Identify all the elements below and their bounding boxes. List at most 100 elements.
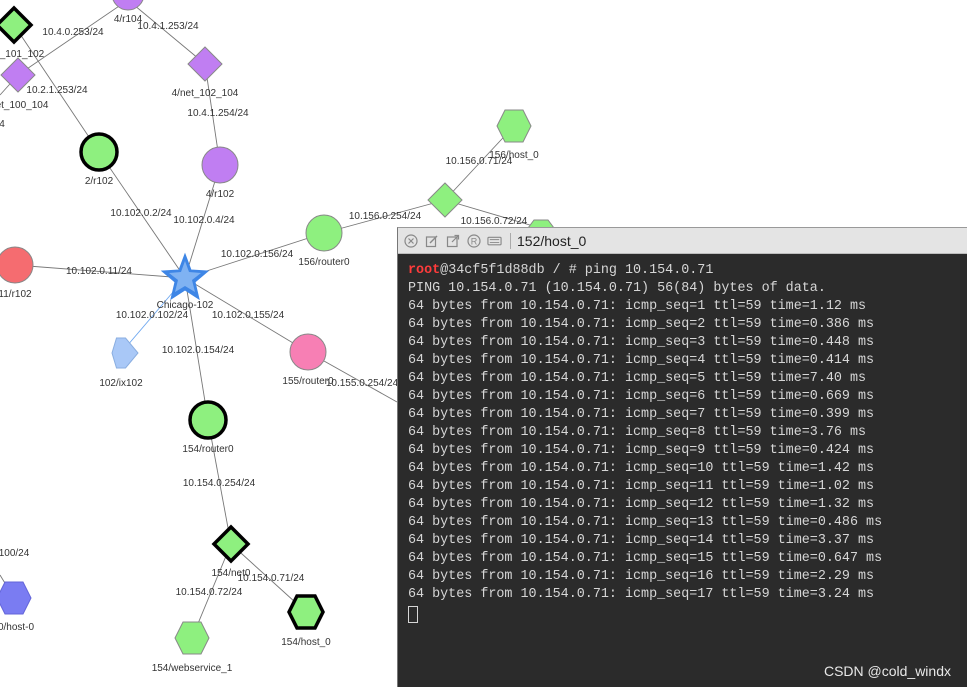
terminal-line: 64 bytes from 10.154.0.71: icmp_seq=2 tt… (408, 317, 875, 332)
edge (14, 264, 186, 279)
edit-icon[interactable] (424, 233, 439, 248)
prompt-user: root (408, 263, 441, 278)
network-node-101-102[interactable] (0, 5, 34, 45)
hex-node-154-webservice1[interactable] (174, 621, 210, 655)
terminal-line: 64 bytes from 10.154.0.71: icmp_seq=14 t… (408, 533, 875, 548)
edge-label: 10.156.0.254/24 (349, 211, 422, 222)
prompt-command: @34cf5f1d88db / # ping 10.154.0.71 (440, 263, 714, 278)
terminal-line: 64 bytes from 10.154.0.71: icmp_seq=5 tt… (408, 371, 867, 386)
node-label: Chicago-102 (157, 300, 214, 311)
detach-icon[interactable] (445, 233, 460, 248)
graph-edges (0, 0, 541, 639)
router-node-r104[interactable] (112, 0, 144, 11)
edge-label: 10.4.1.254/24 (187, 108, 249, 119)
router-node-r102-4[interactable] (201, 146, 239, 184)
record-icon[interactable]: R (466, 233, 481, 248)
edge-label: 10.102.0.4/24 (173, 215, 235, 226)
edge-label: 10.156.0.72/24 (461, 216, 528, 227)
edge (184, 232, 325, 279)
node-label: 11/r102 (0, 289, 32, 300)
terminal-cursor[interactable] (408, 606, 418, 623)
router-node-r102-11[interactable] (0, 246, 34, 284)
edge (127, 0, 206, 65)
hex-node-ix102[interactable] (111, 337, 139, 369)
edge-label: 10.2.1.253/24 (26, 85, 88, 96)
terminal-line: 64 bytes from 10.154.0.71: icmp_seq=6 tt… (408, 389, 875, 404)
node-label: 155/router0 (282, 376, 334, 387)
network-node-100-104[interactable] (0, 57, 36, 93)
node-label: 2/r102 (85, 176, 114, 187)
node-label: 102/ix102 (99, 378, 143, 389)
edge-label: 10.102.0.155/24 (212, 310, 285, 321)
close-icon[interactable] (403, 233, 418, 248)
edge (98, 151, 186, 279)
terminal-line: 64 bytes from 10.154.0.71: icmp_seq=1 tt… (408, 299, 867, 314)
network-node-154-net0[interactable] (211, 524, 251, 564)
node-label: 154/router0 (182, 444, 234, 455)
terminal-window[interactable]: R 152/host_0 root@34cf5f1d88db / # ping … (397, 227, 967, 687)
terminal-cursor-line (408, 604, 967, 624)
hex-node-host0-left[interactable] (0, 581, 32, 615)
edge (184, 277, 309, 353)
edge (207, 419, 232, 545)
edge-label: 10.102.0.102/24 (116, 310, 189, 321)
node-labels: 4/r104 _101_102 et_100_104 4 2/r102 4/ne… (0, 14, 539, 674)
terminal-line: 64 bytes from 10.154.0.71: icmp_seq=15 t… (408, 551, 883, 566)
node-label: 154/net0 (212, 568, 251, 579)
router-node-r102-2[interactable] (79, 132, 119, 172)
node-label: 4/net_102_104 (172, 88, 239, 99)
edge-label: 10.154.0.71/24 (238, 573, 305, 584)
terminal-line: 64 bytes from 10.154.0.71: icmp_seq=13 t… (408, 515, 883, 530)
edge-label: 10.154.0.72/24 (176, 587, 243, 598)
terminal-line: 64 bytes from 10.154.0.71: icmp_seq=16 t… (408, 569, 875, 584)
node-label: 4/r102 (206, 189, 235, 200)
terminal-line: 64 bytes from 10.154.0.71: icmp_seq=8 tt… (408, 425, 867, 440)
edge-label: 100/24 (0, 548, 30, 559)
terminal-line: 64 bytes from 10.154.0.71: icmp_seq=17 t… (408, 587, 875, 602)
node-label: 4/r104 (114, 14, 143, 25)
edge-labels: 10.4.0.253/24 10.4.1.253/24 10.2.1.253/2… (0, 21, 528, 598)
router-node-155-router0[interactable] (289, 333, 327, 371)
edge (444, 199, 541, 229)
edge (17, 0, 129, 76)
svg-text:R: R (470, 236, 477, 246)
node-label: 0/host-0 (0, 622, 35, 633)
graph-nodes (0, 0, 555, 655)
terminal-line: 64 bytes from 10.154.0.71: icmp_seq=4 tt… (408, 353, 875, 368)
terminal-line: 64 bytes from 10.154.0.71: icmp_seq=12 t… (408, 497, 875, 512)
edge-label: 10.4.0.253/24 (42, 27, 104, 38)
node-label: et_100_104 (0, 100, 49, 111)
network-node-102-104[interactable] (187, 46, 223, 82)
router-node-154-router0[interactable] (188, 400, 228, 440)
hex-node-156-host0[interactable] (496, 109, 532, 143)
edge-label: 10.102.0.154/24 (162, 345, 235, 356)
node-label: 156/host_0 (489, 150, 539, 161)
edge-label: 10.102.0.156/24 (221, 249, 294, 260)
edge-label: 10.4.1.253/24 (137, 21, 199, 32)
edge (323, 199, 446, 234)
terminal-line: 64 bytes from 10.154.0.71: icmp_seq=9 tt… (408, 443, 875, 458)
keyboard-icon[interactable] (487, 233, 502, 248)
titlebar-divider (510, 232, 511, 249)
edge-label: 10.155.0.254/24 (326, 378, 399, 389)
node-label: 156/router0 (298, 257, 350, 268)
node-label: _101_102 (0, 49, 45, 60)
terminal-titlebar[interactable]: R 152/host_0 (398, 228, 967, 254)
router-node-156-router0[interactable] (305, 214, 343, 252)
terminal-lines: PING 10.154.0.71 (10.154.0.71) 56(84) by… (408, 280, 967, 604)
edge-label: 10.102.0.11/24 (66, 266, 132, 277)
terminal-line: PING 10.154.0.71 (10.154.0.71) 56(84) by… (408, 281, 826, 296)
edge (444, 125, 515, 201)
terminal-line: 64 bytes from 10.154.0.71: icmp_seq=3 tt… (408, 335, 875, 350)
terminal-line: 64 bytes from 10.154.0.71: icmp_seq=11 t… (408, 479, 875, 494)
edge (13, 24, 100, 153)
hex-node-154-host0[interactable] (287, 594, 325, 630)
ix-star-inner (169, 261, 201, 292)
node-label: 154/webservice_1 (152, 663, 233, 674)
edge-label: 10.156.0.71/24 (446, 156, 513, 167)
node-label: 154/host_0 (281, 637, 331, 648)
network-node-156-net0[interactable] (427, 182, 463, 218)
edge-label: 10.154.0.254/24 (183, 478, 256, 489)
